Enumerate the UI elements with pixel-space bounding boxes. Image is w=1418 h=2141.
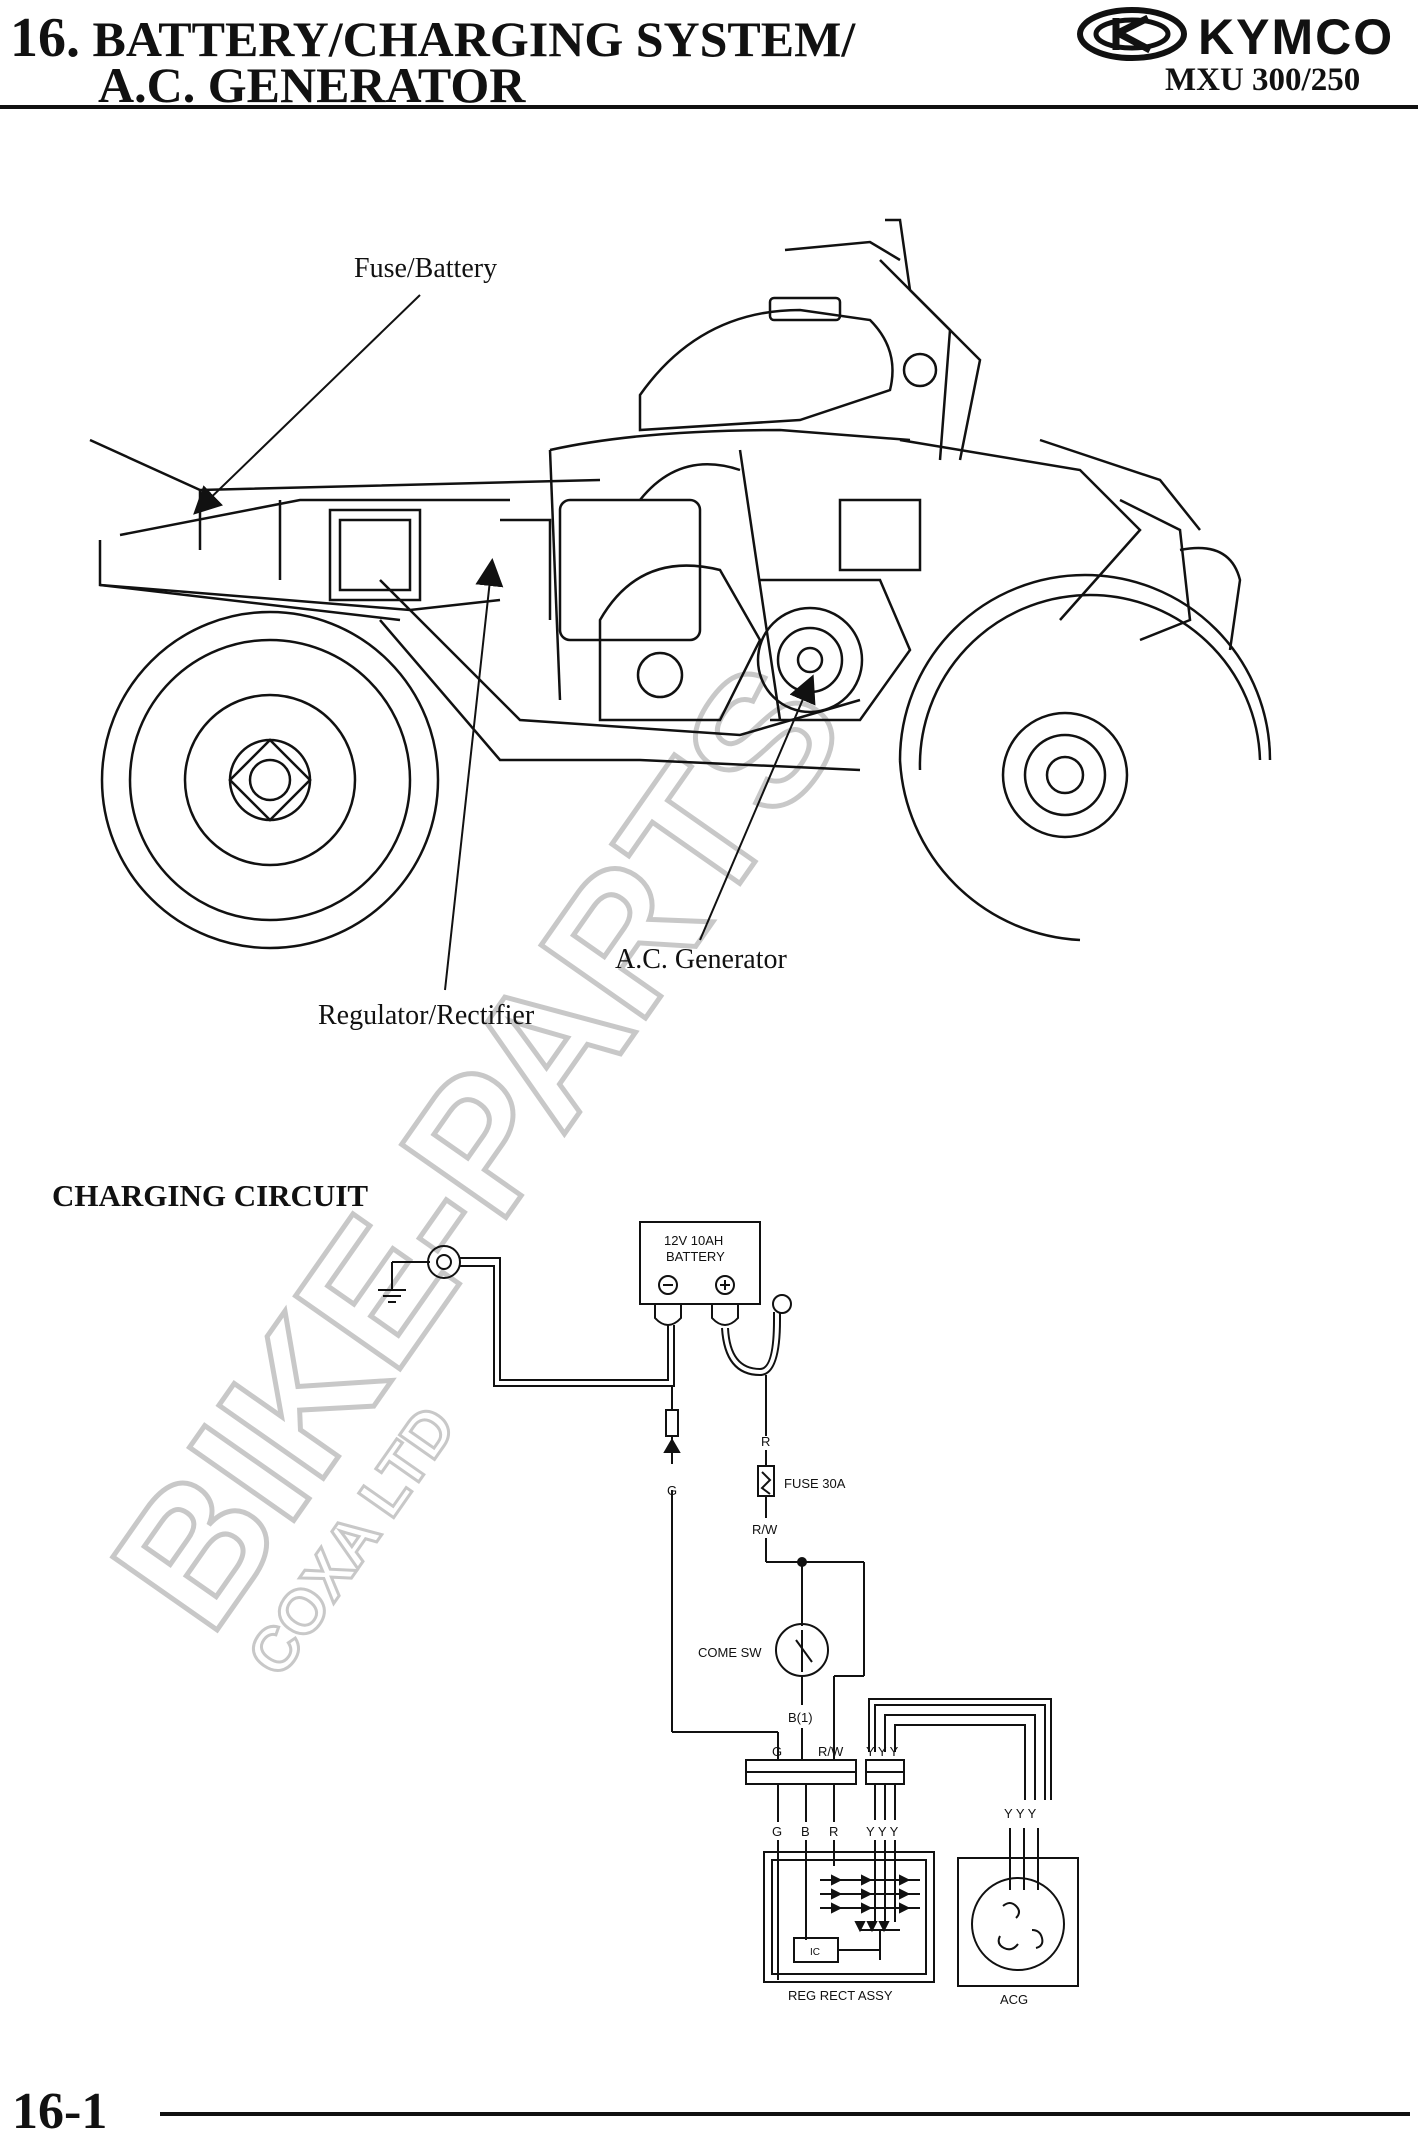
conn-left-label-rw: R/W xyxy=(818,1744,844,1759)
kymco-logo: KYMCO xyxy=(1072,6,1412,65)
g-wire-resistor-icon xyxy=(665,1409,679,1437)
label-fuse-battery: Fuse/Battery xyxy=(354,253,498,284)
reg-label-r: R xyxy=(829,1824,838,1839)
reg-label-b: B xyxy=(801,1824,810,1839)
fuse-battery-leader xyxy=(193,294,421,515)
chapter-heading: 16. BATTERY/CHARGING SYSTEM/ xyxy=(10,10,855,66)
chapter-title-line2: A.C. GENERATOR xyxy=(98,57,526,113)
regulator-leader xyxy=(444,558,504,991)
brand-name: KYMCO xyxy=(1198,9,1395,65)
engine xyxy=(500,463,922,722)
wire-label-g: G xyxy=(667,1483,677,1498)
conn-left-label-g: G xyxy=(772,1744,782,1759)
frame xyxy=(379,438,1242,772)
ground-terminal-icon xyxy=(427,1245,461,1279)
reg-rect-assy xyxy=(763,1851,935,1983)
battery-label-line1: 12V 10AH xyxy=(664,1233,723,1248)
section-title: CHARGING CIRCUIT xyxy=(52,1178,369,1213)
wire-label-b1: B(1) xyxy=(788,1710,813,1725)
chapter-title-line1: BATTERY/CHARGING SYSTEM/ xyxy=(92,11,856,67)
acg-stator-icon xyxy=(971,1877,1065,1971)
fuse-label: FUSE 30A xyxy=(784,1476,846,1491)
switch-label: COME SW xyxy=(698,1645,762,1660)
charging-circuit-diagram: 12V 10AH BATTERY G R FUSE 30A R/W COME S… xyxy=(378,1221,1079,2007)
footer-rule xyxy=(160,2112,1410,2116)
front-wheel xyxy=(898,573,1272,942)
reg-label-yyy: Y Y Y xyxy=(866,1824,899,1839)
fuel-tank xyxy=(549,296,911,452)
rear-wheel xyxy=(100,610,440,950)
diode-icon xyxy=(663,1438,681,1453)
rectifier-diodes-icon xyxy=(820,1840,920,1933)
battery-label-line2: BATTERY xyxy=(666,1249,725,1264)
kymco-logo-mark-icon xyxy=(1077,7,1187,61)
battery-negative-icon xyxy=(658,1275,678,1295)
label-ac-generator: A.C. Generator xyxy=(615,944,787,975)
callout-leaders xyxy=(193,294,816,991)
battery-icon xyxy=(639,1221,761,1305)
page-number: 16-1 xyxy=(12,2083,108,2140)
header-rule xyxy=(0,105,1418,109)
conn-right-label-yyy: Y Y Y xyxy=(866,1744,899,1759)
battery-positive-icon xyxy=(715,1275,735,1295)
ground-icon xyxy=(378,1262,406,1303)
generator-leader xyxy=(699,674,816,941)
atv-illustration xyxy=(89,218,1272,950)
wire-label-r: R xyxy=(761,1434,770,1449)
chapter-number: 16. xyxy=(10,7,80,69)
reg-label-g: G xyxy=(772,1824,782,1839)
acg-lead-label-yyy: Y Y Y xyxy=(1004,1806,1037,1821)
reg-rect-label: REG RECT ASSY xyxy=(788,1988,893,2003)
label-regulator-rectifier: Regulator/Rectifier xyxy=(318,1000,535,1031)
acg-label: ACG xyxy=(1000,1992,1028,2007)
wire-label-rw-top: R/W xyxy=(752,1522,778,1537)
model-name: MXU 300/250 xyxy=(1165,62,1361,98)
ic-label: IC xyxy=(810,1947,820,1958)
acg-housing xyxy=(957,1857,1079,1987)
handlebar xyxy=(784,218,982,461)
